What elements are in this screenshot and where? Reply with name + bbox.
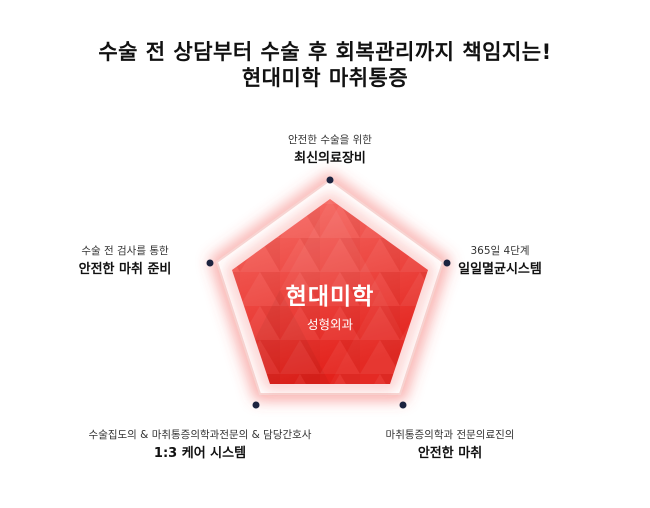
- node-bottom-right: [399, 401, 407, 409]
- feature-bottom-left-sub: 수술집도의 & 마취통증의학과전문의 & 담당간호사: [88, 429, 312, 441]
- center-title: 현대미학: [285, 284, 375, 310]
- feature-bottom-left: 수술집도의 & 마취통증의학과전문의 & 담당간호사 1:3 케어 시스템: [60, 428, 340, 464]
- feature-left-main: 안전한 마취 준비: [78, 262, 172, 277]
- feature-top: 안전한 수술을 위한 최신의료장비: [230, 133, 430, 169]
- feature-right-sub: 365일 4단계: [470, 245, 530, 257]
- feature-top-main: 최신의료장비: [294, 151, 366, 166]
- feature-bottom-right-sub: 마취통증의학과 전문의료진의: [385, 429, 515, 441]
- node-right: [443, 259, 451, 267]
- feature-right-main: 일일멸균시스템: [458, 262, 542, 277]
- feature-bottom-left-main: 1:3 케어 시스템: [153, 446, 247, 461]
- node-top: [326, 176, 334, 184]
- feature-bottom-right: 마취통증의학과 전문의료진의 안전한 마취: [350, 428, 550, 464]
- feature-right: 365일 4단계 일일멸균시스템: [420, 244, 580, 280]
- center-subtitle: 성형외과: [306, 317, 353, 332]
- feature-left: 수술 전 검사를 통한 안전한 마취 준비: [40, 244, 210, 280]
- headline-line-1: 수술 전 상담부터 수술 후 회복관리까지 책임지는!: [98, 40, 552, 64]
- feature-top-sub: 안전한 수술을 위한: [288, 134, 372, 146]
- feature-bottom-right-main: 안전한 마취: [417, 446, 483, 461]
- node-left: [206, 259, 214, 267]
- headline-line-2: 현대미학 마취통증: [241, 66, 409, 90]
- feature-left-sub: 수술 전 검사를 통한: [81, 245, 169, 257]
- node-bottom-left: [252, 401, 260, 409]
